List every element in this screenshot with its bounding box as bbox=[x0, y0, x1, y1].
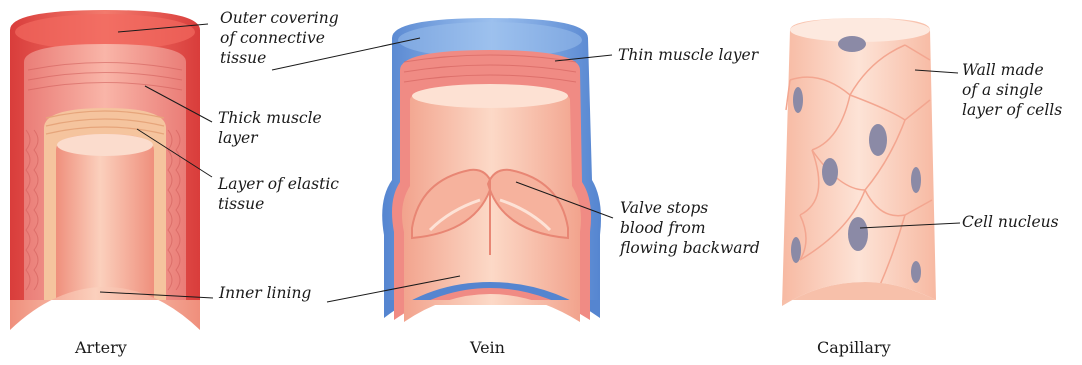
vein-illustration bbox=[370, 18, 610, 345]
label-thick-muscle: Thick muscle layer bbox=[218, 108, 322, 148]
capillary-illustration bbox=[770, 18, 950, 340]
capillary-wall bbox=[782, 18, 936, 306]
artery-lumen bbox=[56, 134, 154, 310]
label-inner-lining: Inner lining bbox=[219, 283, 311, 303]
caption-capillary: Capillary bbox=[817, 338, 891, 357]
label-outer-covering: Outer covering of connective tissue bbox=[220, 8, 339, 68]
artery-illustration bbox=[0, 10, 215, 340]
capillary-nucleus bbox=[848, 217, 868, 251]
label-capillary-wall: Wall made of a single layer of cells bbox=[962, 60, 1062, 120]
caption-vein: Vein bbox=[470, 338, 505, 357]
label-thin-muscle: Thin muscle layer bbox=[618, 45, 758, 65]
label-elastic-tissue: Layer of elastic tissue bbox=[218, 174, 339, 214]
caption-artery: Artery bbox=[75, 338, 127, 357]
label-valve: Valve stops blood from flowing backward bbox=[620, 198, 760, 258]
label-cell-nucleus: Cell nucleus bbox=[962, 212, 1059, 232]
